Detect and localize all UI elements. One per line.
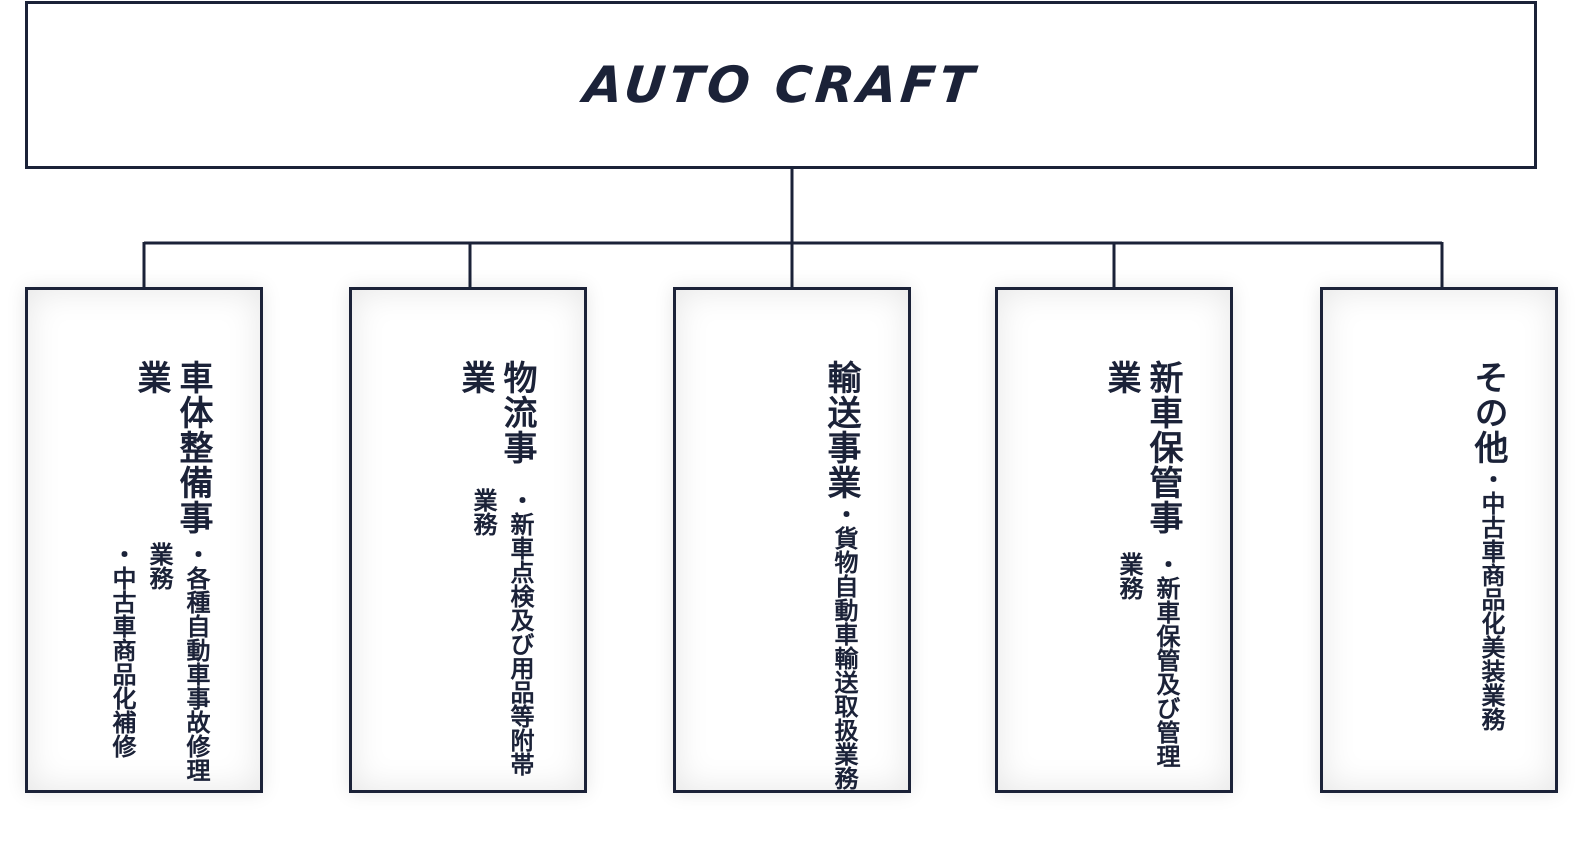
division-item: ・各種自動車事故修理業務 [145, 542, 210, 783]
division-content: その他 ・中古車商品化美装業務 [1457, 360, 1509, 731]
division-items: ・新車点検及び用品等附帯業務 [444, 488, 538, 790]
division-title: その他 [1468, 360, 1508, 465]
division-card-logistics: 物流事業 ・新車点検及び用品等附帯業務 [349, 287, 587, 793]
division-title: 輸送事業 [821, 360, 861, 500]
division-items: ・貨物自動車輸送取扱業務 [810, 502, 862, 790]
division-card-transport: 輸送事業 ・貨物自動車輸送取扱業務 [673, 287, 911, 793]
division-card-other: その他 ・中古車商品化美装業務 [1320, 287, 1558, 793]
division-items: ・各種自動車事故修理業務 ・中古車商品化補修 [103, 542, 214, 790]
division-item: ・新車保管及び管理業務 [1115, 551, 1180, 768]
division-title: 物流事業 [455, 360, 537, 465]
division-content: 新車保管事業 ・新車保管及び管理業務 [1090, 360, 1184, 790]
division-item: ・貨物自動車輸送取扱業務 [830, 502, 858, 790]
division-items: ・中古車商品化美装業務 [1457, 467, 1509, 731]
division-items: ・新車保管及び管理業務 [1090, 552, 1184, 790]
division-item: ・中古車商品化美装業務 [1477, 467, 1505, 731]
division-content: 車体整備事業 ・各種自動車事故修理業務 ・中古車商品化補修 [103, 360, 214, 790]
auto-craft-logo: AUTO CRAFT [581, 56, 981, 114]
division-content: 物流事業 ・新車点検及び用品等附帯業務 [444, 360, 538, 790]
division-card-body-repair: 車体整備事業 ・各種自動車事故修理業務 ・中古車商品化補修 [25, 287, 263, 793]
division-item: ・中古車商品化補修 [108, 542, 136, 759]
division-item: ・新車点検及び用品等附帯業務 [469, 487, 534, 776]
division-title: 新車保管事業 [1101, 360, 1183, 535]
division-content: 輸送事業 ・貨物自動車輸送取扱業務 [810, 360, 862, 790]
division-card-new-car-storage: 新車保管事業 ・新車保管及び管理業務 [995, 287, 1233, 793]
division-title: 車体整備事業 [131, 360, 213, 535]
company-header-box: AUTO CRAFT [25, 1, 1537, 169]
